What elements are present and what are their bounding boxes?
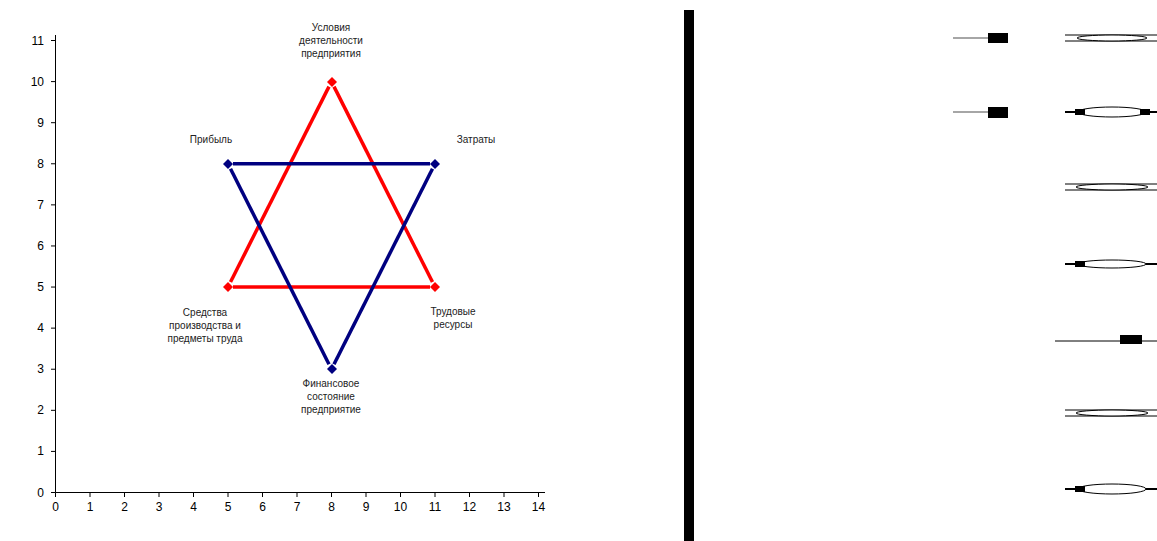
axis-tick-label: 9	[8, 116, 44, 130]
tick-holder: 9	[8, 116, 44, 130]
black-bar	[684, 10, 694, 541]
label-holder: Трудовые ресурсы	[424, 305, 482, 331]
tick-holder: 0	[41, 500, 71, 514]
axis-tick-label: 7	[8, 198, 44, 212]
tick-holder: 4	[179, 500, 209, 514]
tick-holder: 5	[8, 280, 44, 294]
tick-holder: 7	[8, 198, 44, 212]
axis-tick-label: 2	[110, 500, 140, 514]
vertex-label: Прибыль	[176, 133, 246, 146]
triangle-side	[233, 162, 430, 166]
tick-holder: 10	[386, 500, 416, 514]
axis-tick-label: 8	[317, 500, 347, 514]
axis-tick-label: 5	[213, 500, 243, 514]
vertex-label: Трудовые ресурсы	[424, 305, 482, 331]
tick-holder: 12	[455, 500, 485, 514]
tick-holder: 9	[351, 500, 381, 514]
tick-holder: 7	[282, 500, 312, 514]
label-holder: Финансовое состояние предприятие	[298, 377, 364, 416]
tick-marks	[51, 41, 539, 497]
vertex-label: Средства производства и предметы труда	[163, 306, 247, 345]
tick-holder: 11	[420, 500, 450, 514]
tick-holder: 8	[8, 157, 44, 171]
axis-tick-label: 2	[8, 403, 44, 417]
axis-tick-label: 13	[489, 500, 519, 514]
axis-tick-label: 0	[41, 500, 71, 514]
scan-artifacts	[953, 33, 1157, 494]
vertex-marker: Финансовое состояние предприятие	[327, 364, 337, 374]
tick-holder: 14	[524, 500, 554, 514]
vertex-label: Затраты	[441, 133, 511, 146]
axis-tick-label: 14	[524, 500, 554, 514]
diamond-marker	[327, 364, 337, 374]
axis-tick-label: 4	[8, 321, 44, 335]
vertex-marker: Прибыль	[223, 159, 233, 169]
axis-tick-label: 0	[8, 486, 44, 500]
axis-tick-label: 5	[8, 280, 44, 294]
vertex-marker: Условия деятельности предприятия	[327, 77, 337, 87]
tick-holder: 4	[8, 321, 44, 335]
tick-holder: 5	[213, 500, 243, 514]
axis-tick-label: 12	[455, 500, 485, 514]
triangle-side	[233, 285, 430, 289]
x-axis	[56, 492, 546, 493]
tick-holder: 2	[110, 500, 140, 514]
tick-holder: 3	[144, 500, 174, 514]
triangle-side	[231, 87, 329, 282]
vertex-label: Финансовое состояние предприятие	[298, 377, 364, 416]
axis-tick-label: 6	[248, 500, 278, 514]
tick-holder: 8	[317, 500, 347, 514]
axis-tick-label: 1	[75, 500, 105, 514]
triangle-side	[334, 87, 432, 282]
triangle-side	[231, 169, 329, 364]
vertex-marker: Трудовые ресурсы	[430, 282, 440, 292]
axis-tick-label: 9	[351, 500, 381, 514]
diamond-marker	[223, 159, 233, 169]
vertex-label: Условия деятельности предприятия	[294, 21, 368, 60]
tick-holder: 1	[75, 500, 105, 514]
y-axis	[55, 35, 56, 493]
vertex-marker: Затраты	[430, 159, 440, 169]
tick-holder: 3	[8, 362, 44, 376]
diamond-marker	[327, 77, 337, 87]
axes	[56, 35, 546, 493]
label-holder: Средства производства и предметы труда	[163, 306, 247, 345]
tick-holder: 0	[8, 486, 44, 500]
axis-tick-label: 4	[179, 500, 209, 514]
axis-tick-label: 11	[420, 500, 450, 514]
tick-holder: 6	[8, 239, 44, 253]
label-holder: Прибыль	[176, 133, 246, 146]
axis-tick-label: 1	[8, 444, 44, 458]
tick-holder: 1	[8, 444, 44, 458]
diamond-marker	[430, 282, 440, 292]
axis-tick-label: 3	[8, 362, 44, 376]
axis-tick-label: 8	[8, 157, 44, 171]
axis-tick-label: 10	[386, 500, 416, 514]
axis-tick-label: 7	[282, 500, 312, 514]
vertex-marker: Средства производства и предметы труда	[223, 282, 233, 292]
tick-holder: 10	[8, 75, 44, 89]
tick-holder: 11	[8, 34, 44, 48]
label-holder: Затраты	[441, 133, 511, 146]
tick-holder: 6	[248, 500, 278, 514]
axis-tick-label: 11	[8, 34, 44, 48]
tick-holder: 2	[8, 403, 44, 417]
tick-holder: 13	[489, 500, 519, 514]
triangle-side	[334, 169, 432, 364]
axis-tick-label: 3	[144, 500, 174, 514]
axis-tick-label: 6	[8, 239, 44, 253]
diamond-marker	[223, 282, 233, 292]
axis-tick-label: 10	[8, 75, 44, 89]
diamond-marker	[430, 159, 440, 169]
label-holder: Условия деятельности предприятия	[294, 21, 368, 60]
